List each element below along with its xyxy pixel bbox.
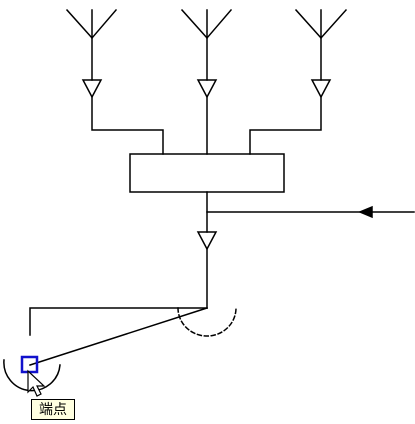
- rubber-band-line: [29, 307, 208, 366]
- amplifier-triangle-lower[interactable]: [196, 231, 218, 251]
- amplifier-triangle-right[interactable]: [310, 79, 332, 99]
- antenna-symbol-right[interactable]: [294, 8, 348, 81]
- feed-line-left[interactable]: [91, 96, 164, 155]
- antenna-symbol-left[interactable]: [65, 8, 118, 81]
- amplifier-triangle-left[interactable]: [81, 79, 103, 99]
- dashed-arc-preview: [177, 307, 237, 337]
- snap-tooltip: 端点: [31, 399, 75, 420]
- branch-line-left[interactable]: [29, 307, 208, 336]
- input-arrowhead: [358, 205, 373, 219]
- amplifier-triangle-middle[interactable]: [196, 79, 218, 99]
- antenna-symbol-middle[interactable]: [180, 8, 233, 81]
- feed-line-right[interactable]: [249, 96, 322, 155]
- combiner-box[interactable]: [129, 153, 285, 193]
- mouse-cursor-icon: [27, 369, 46, 397]
